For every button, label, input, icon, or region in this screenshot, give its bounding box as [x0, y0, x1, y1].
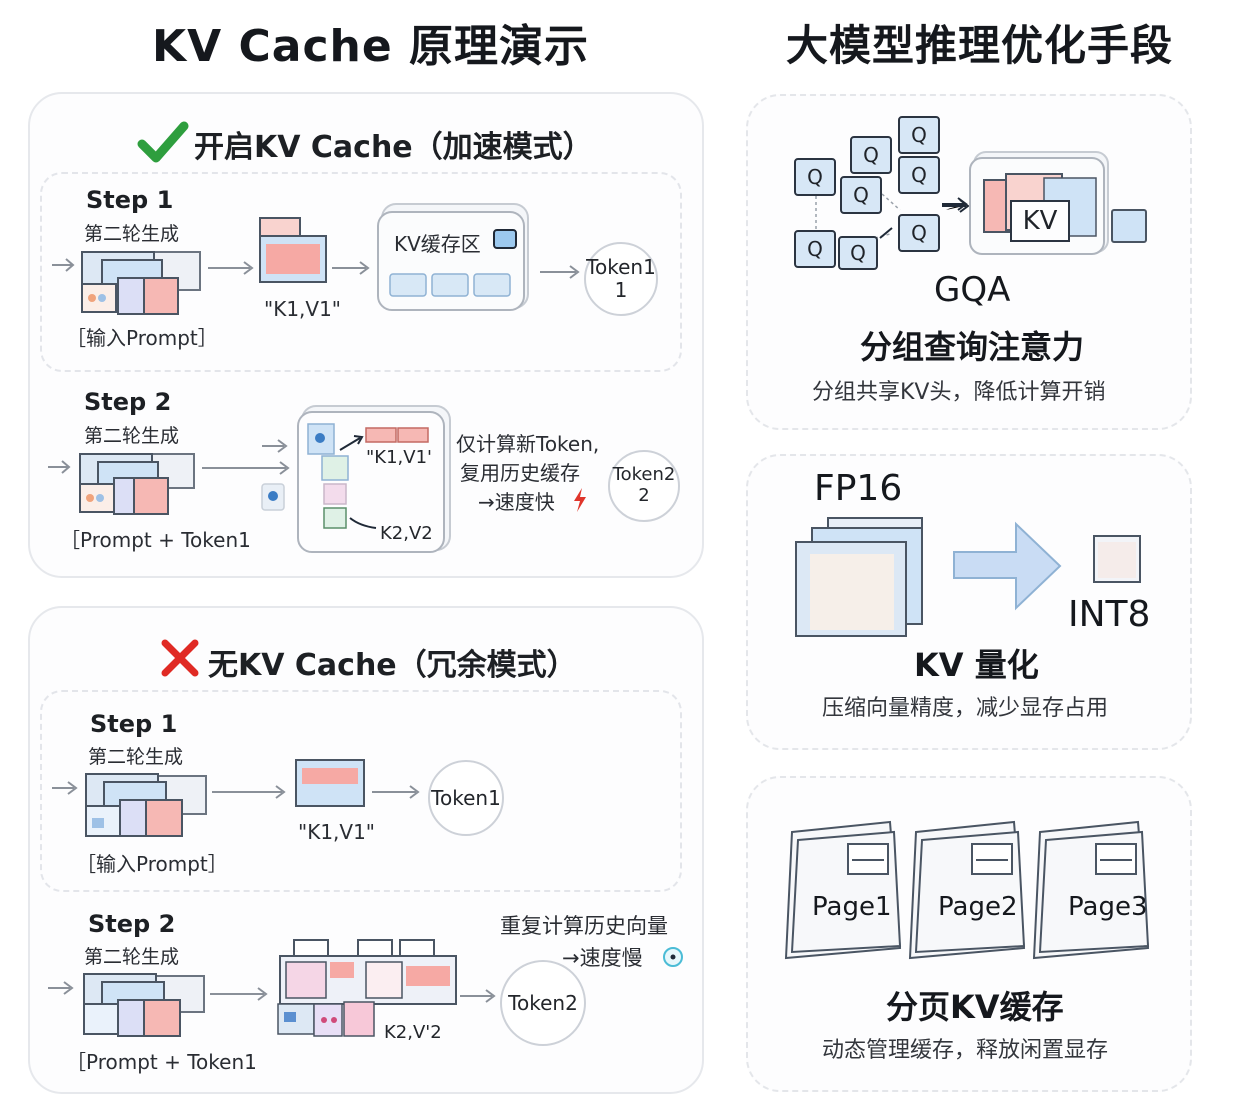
quant-title: KV 量化	[914, 646, 1039, 684]
enabled-step2-subtitle: 第二轮生成	[84, 425, 180, 447]
q-cube: Q	[898, 116, 940, 154]
disabled-header: 无KV Cache（冗余模式）	[208, 648, 577, 683]
input-stack-icon	[52, 251, 201, 315]
disabled-token1-label: Token1	[431, 785, 501, 810]
disabled-step2-kv2: K2,V'2	[384, 1022, 442, 1043]
gqa-title: 分组查询注意力	[860, 328, 1085, 366]
q-cube: Q	[850, 136, 892, 174]
reuse-note-line1: 仅计算新Token,	[456, 432, 600, 456]
input-stack-icon	[48, 973, 268, 1037]
input-stack-icon	[48, 453, 290, 515]
redundant-compute-stack	[277, 939, 457, 1037]
disabled-step1-subtitle: 第二轮生成	[88, 746, 184, 768]
enabled-header: 开启KV Cache（加速模式）	[194, 130, 593, 165]
paged-title: 分页KV缓存	[886, 988, 1064, 1026]
input-stack-icon	[52, 759, 420, 837]
token1-label: Token1	[586, 255, 656, 279]
kv-head: KV	[1010, 200, 1070, 242]
small-arrows-icon	[261, 439, 288, 511]
cross-icon	[161, 639, 199, 677]
kv-reuse-box	[297, 405, 451, 553]
disabled-step1-kv: "K1,V1"	[298, 820, 376, 844]
enabled-step1-kv: "K1,V1"	[264, 297, 342, 321]
check-icon	[137, 121, 189, 163]
disabled-step1-input: ［输入Prompt］	[76, 852, 228, 876]
enabled-step1-input: ［输入Prompt］	[66, 326, 218, 350]
disabled-step2-input: ［Prompt + Token1	[66, 1050, 257, 1074]
pages-diagram	[784, 820, 1150, 960]
arrow-kv-icon	[208, 217, 370, 283]
quant-desc: 压缩向量精度，减少显存占用	[822, 696, 1109, 721]
enabled-step2-kv: "K1,V1'	[366, 447, 432, 468]
quant-diagram	[795, 517, 1141, 637]
enabled-step1-subtitle: 第二轮生成	[84, 223, 180, 245]
enabled-step1-box	[40, 172, 682, 372]
disabled-step2-subtitle: 第二轮生成	[84, 946, 180, 968]
reuse-note-line2: 复用历史缓存	[460, 461, 580, 485]
disabled-token1-circle: Token1	[428, 760, 504, 836]
left-title: KV Cache 原理演示	[152, 21, 590, 72]
token2-index: 2	[638, 485, 650, 506]
disabled-step1-box	[40, 690, 682, 892]
right-title: 大模型推理优化手段	[786, 21, 1174, 70]
enabled-step1-title: Step 1	[86, 186, 174, 214]
page-label: Page3	[1068, 892, 1148, 922]
q-cube: Q	[794, 230, 836, 268]
q-cube: Q	[898, 156, 940, 194]
gqa-desc: 分组共享KV头，降低计算开销	[812, 380, 1106, 405]
paged-desc: 动态管理缓存，释放闲置显存	[822, 1038, 1109, 1063]
disabled-step2-title: Step 2	[88, 910, 176, 938]
q-cube: Q	[840, 176, 882, 214]
token1-index: 1	[614, 278, 628, 302]
q-cube: Q	[794, 158, 836, 196]
lightning-icon	[574, 488, 586, 512]
kv-cache-area	[377, 203, 529, 311]
slow-timer-icon	[663, 947, 683, 967]
slow-note-line2: →速度慢	[562, 946, 643, 970]
q-cube: Q	[898, 214, 940, 252]
quant-from: FP16	[814, 468, 903, 509]
token2-label: Token2	[612, 464, 676, 486]
page-label: Page2	[938, 892, 1018, 922]
enabled-step2-input: ［Prompt + Token1	[60, 528, 251, 552]
arrow-icon	[460, 989, 496, 1003]
disabled-step1-title: Step 1	[90, 710, 178, 738]
arrow-icon	[540, 265, 580, 279]
page-label: Page1	[812, 892, 892, 922]
slow-note-line1: 重复计算历史向量	[500, 914, 668, 938]
disabled-token2-circle: Token2	[500, 960, 586, 1046]
kv-cache-label: KV缓存区	[394, 232, 481, 256]
disabled-token2-label: Token2	[508, 990, 578, 1015]
quant-to: INT8	[1068, 594, 1151, 635]
reuse-note-line3: →速度快	[478, 490, 555, 514]
gqa-name: GQA	[934, 270, 1011, 310]
enabled-step2-kv2: K2,V2	[380, 523, 433, 544]
enabled-step2-title: Step 2	[84, 388, 172, 416]
q-cube: Q	[838, 236, 878, 270]
